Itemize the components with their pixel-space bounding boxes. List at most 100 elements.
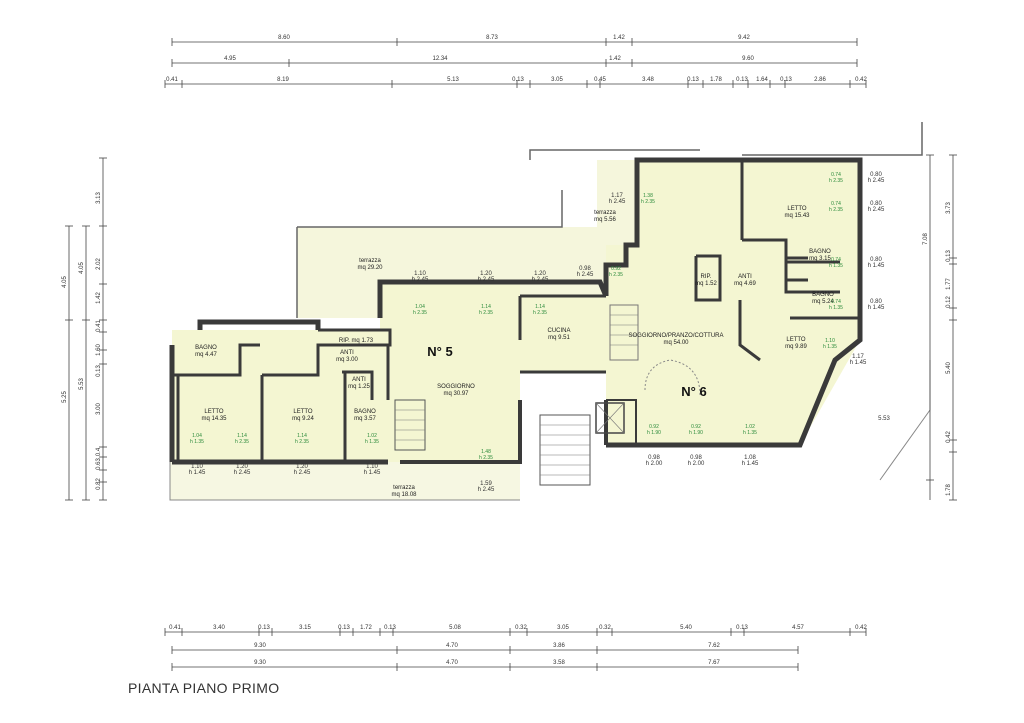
dimension-label: 3.58 [553,660,565,666]
dimension-label: 4.70 [446,660,458,666]
opening-note: 0.80 [870,257,882,263]
room-name: BAGNO [354,409,376,415]
room-area: mq 3.00 [336,357,358,363]
opening-note: h 2.35 [829,207,843,213]
opening-note: h 1.35 [743,430,757,436]
opening-note: 0.80 [870,299,882,305]
dimension-label: 12.34 [432,56,448,62]
opening-note: 1.20 [236,464,248,470]
opening-note: 1.38 [643,193,653,199]
dimension-label: 0.41 [96,320,102,332]
walls [169,122,931,501]
dimension-label: 4.70 [446,643,458,649]
dimension-label: 1.60 [96,344,102,356]
dimension-label: 0.13 [736,625,748,631]
opening-note: 1.10 [191,464,203,470]
dimension-label: 1.72 [360,625,372,631]
opening-note: 0.98 [579,266,591,272]
opening-note: 1.14 [481,304,491,310]
room-area: mq 1.25 [348,384,370,390]
opening-note: h 1.35 [365,439,379,445]
opening-note: h 1.90 [647,430,661,436]
dimension-label: 8.73 [486,35,498,41]
room-area: mq 4.69 [734,281,756,287]
dimension-label: 1.78 [710,77,722,83]
dimension-label: 0.13 [384,625,396,631]
opening-note: 0.80 [870,201,882,207]
unit-label: N° 5 [427,344,452,359]
opening-note: h 1.45 [742,461,759,467]
opening-note: h 1.45 [364,470,381,476]
dimension-label: 3.48 [642,77,654,83]
dimension-label: 3.05 [557,625,569,631]
opening-note: h 2.35 [609,272,623,278]
opening-note: 1.08 [744,455,756,461]
room-area: mq 18.08 [391,492,417,498]
opening-note: 0.92 [691,424,701,430]
dimension-label: 0.13 [258,625,270,631]
dimension-label: 5.08 [449,625,461,631]
opening-note: h 1.35 [829,263,843,269]
opening-note: h 2.35 [235,439,249,445]
dimension-label: 9.60 [742,56,754,62]
opening-note: h 2.45 [609,199,626,205]
dimension-label: 8.19 [277,77,289,83]
opening-note: 0.98 [648,455,660,461]
opening-note: h 2.35 [533,310,547,316]
opening-note: h 2.00 [688,461,705,467]
dimension-label: 0.82 [96,478,102,490]
dimension-label: 4.05 [62,276,68,288]
dimension-label: 2.02 [96,258,102,270]
room-area: mq 14.35 [201,416,227,422]
opening-note: 1.48 [481,449,491,455]
dimension-label: 7.67 [708,660,720,666]
room-area: mq 9.24 [292,416,314,422]
room-area: mq 3.15 [809,256,831,262]
room-name: RIP. [701,274,712,280]
room-name: ANTI [352,377,366,383]
dimension-label: 9.42 [738,35,750,41]
room-area: mq 15.43 [784,213,810,219]
dimension-label: 1.42 [613,35,625,41]
opening-note: 1.04 [415,304,425,310]
dimension-label: 5.53 [79,378,85,390]
dimension-label: 1.78 [946,484,952,496]
dimension-label: 0.42 [946,431,952,443]
dimension-label: 0.4 [96,447,102,456]
opening-note: 0.74 [831,172,841,178]
opening-note: 1.20 [480,271,492,277]
opening-note: 0.98 [690,455,702,461]
opening-note: h 1.90 [689,430,703,436]
dimension-label: 1.77 [946,278,952,290]
opening-note: 1.20 [534,271,546,277]
opening-note: 0.74 [831,299,841,305]
room-area: mq 29.20 [357,265,383,271]
dimension-label: 4.95 [224,56,236,62]
room-name: LETTO [786,337,806,343]
room-fills [170,160,860,500]
room-name: terrazza [393,485,415,491]
dimension-label: 7.08 [923,233,929,245]
opening-note: 1.02 [745,424,755,430]
opening-note: h 2.45 [478,487,495,493]
opening-note: h 2.35 [413,310,427,316]
room-area: mq 3.57 [354,416,376,422]
room-area: mq 9.89 [785,344,807,350]
dimension-label: 8.60 [278,35,290,41]
opening-note: h 2.00 [646,461,663,467]
opening-note: 1.17 [852,354,864,360]
room-area: mq 4.47 [195,352,217,358]
unit-labels: N° 5N° 6 [427,344,706,399]
dimension-label: 3.86 [553,643,565,649]
room-name: BAGNO [812,292,834,298]
opening-note: 1.14 [297,433,307,439]
dimension-label: 0.13 [96,365,102,377]
dimension-label: 0.41 [169,625,181,631]
dimension-label: 3.40 [213,625,225,631]
dimension-label: 3.00 [96,403,102,415]
dimension-label: 7.62 [708,643,720,649]
opening-note: h 2.45 [294,470,311,476]
opening-note: h 2.45 [478,277,495,283]
opening-note: h 2.35 [479,310,493,316]
dimension-label: 0.13 [736,77,748,83]
